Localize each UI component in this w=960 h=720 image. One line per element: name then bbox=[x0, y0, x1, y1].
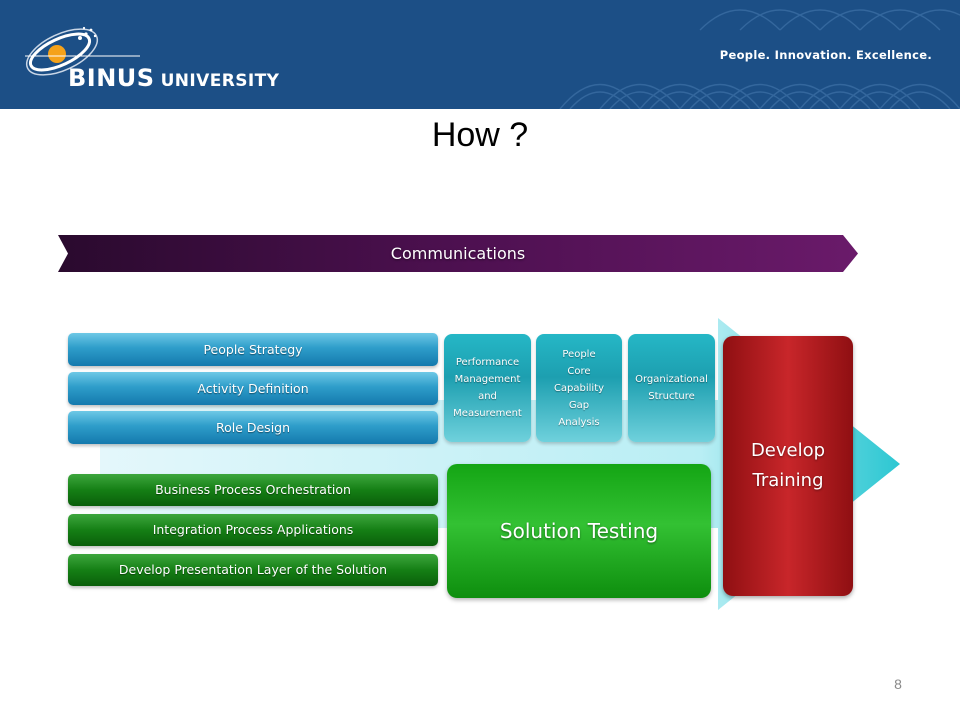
box-capability-gap-analysis: People Core Capability Gap Analysis bbox=[536, 334, 622, 442]
box-organizational-structure-label: Organizational Structure bbox=[635, 374, 708, 402]
bar-develop-presentation-layer: Develop Presentation Layer of the Soluti… bbox=[68, 554, 438, 586]
slide-title: How ? bbox=[431, 116, 529, 154]
box-organizational-structure: Organizational Structure bbox=[628, 334, 715, 442]
box-develop-training: Develop Training bbox=[723, 336, 853, 596]
logo-suffix: UNIVERSITY bbox=[160, 71, 280, 91]
binus-logo-icon bbox=[25, 26, 140, 76]
box-capability-gap-analysis-label: People Core Capability Gap Analysis bbox=[553, 348, 605, 428]
header-wave-pattern bbox=[559, 9, 960, 109]
tagline: People. Innovation. Excellence. bbox=[719, 48, 932, 62]
page-number: 8 bbox=[894, 676, 902, 692]
box-solution-testing: Solution Testing bbox=[447, 464, 711, 598]
communications-banner-arrow bbox=[58, 235, 858, 272]
bar-people-strategy: People Strategy bbox=[68, 333, 438, 366]
bar-role-design: Role Design bbox=[68, 411, 438, 444]
box-performance-management-label: Performance Management and Measurement bbox=[453, 357, 522, 419]
bar-business-process-orchestration: Business Process Orchestration bbox=[68, 474, 438, 506]
logo-text: BINUS bbox=[68, 64, 155, 92]
box-performance-management: Performance Management and Measurement bbox=[444, 334, 531, 442]
communications-label: Communications bbox=[390, 244, 526, 263]
bar-activity-definition: Activity Definition bbox=[68, 372, 438, 405]
develop-training-label: Develop Training bbox=[750, 440, 826, 491]
solution-testing-label: Solution Testing bbox=[499, 519, 659, 543]
bar-integration-process-applications: Integration Process Applications bbox=[68, 514, 438, 546]
